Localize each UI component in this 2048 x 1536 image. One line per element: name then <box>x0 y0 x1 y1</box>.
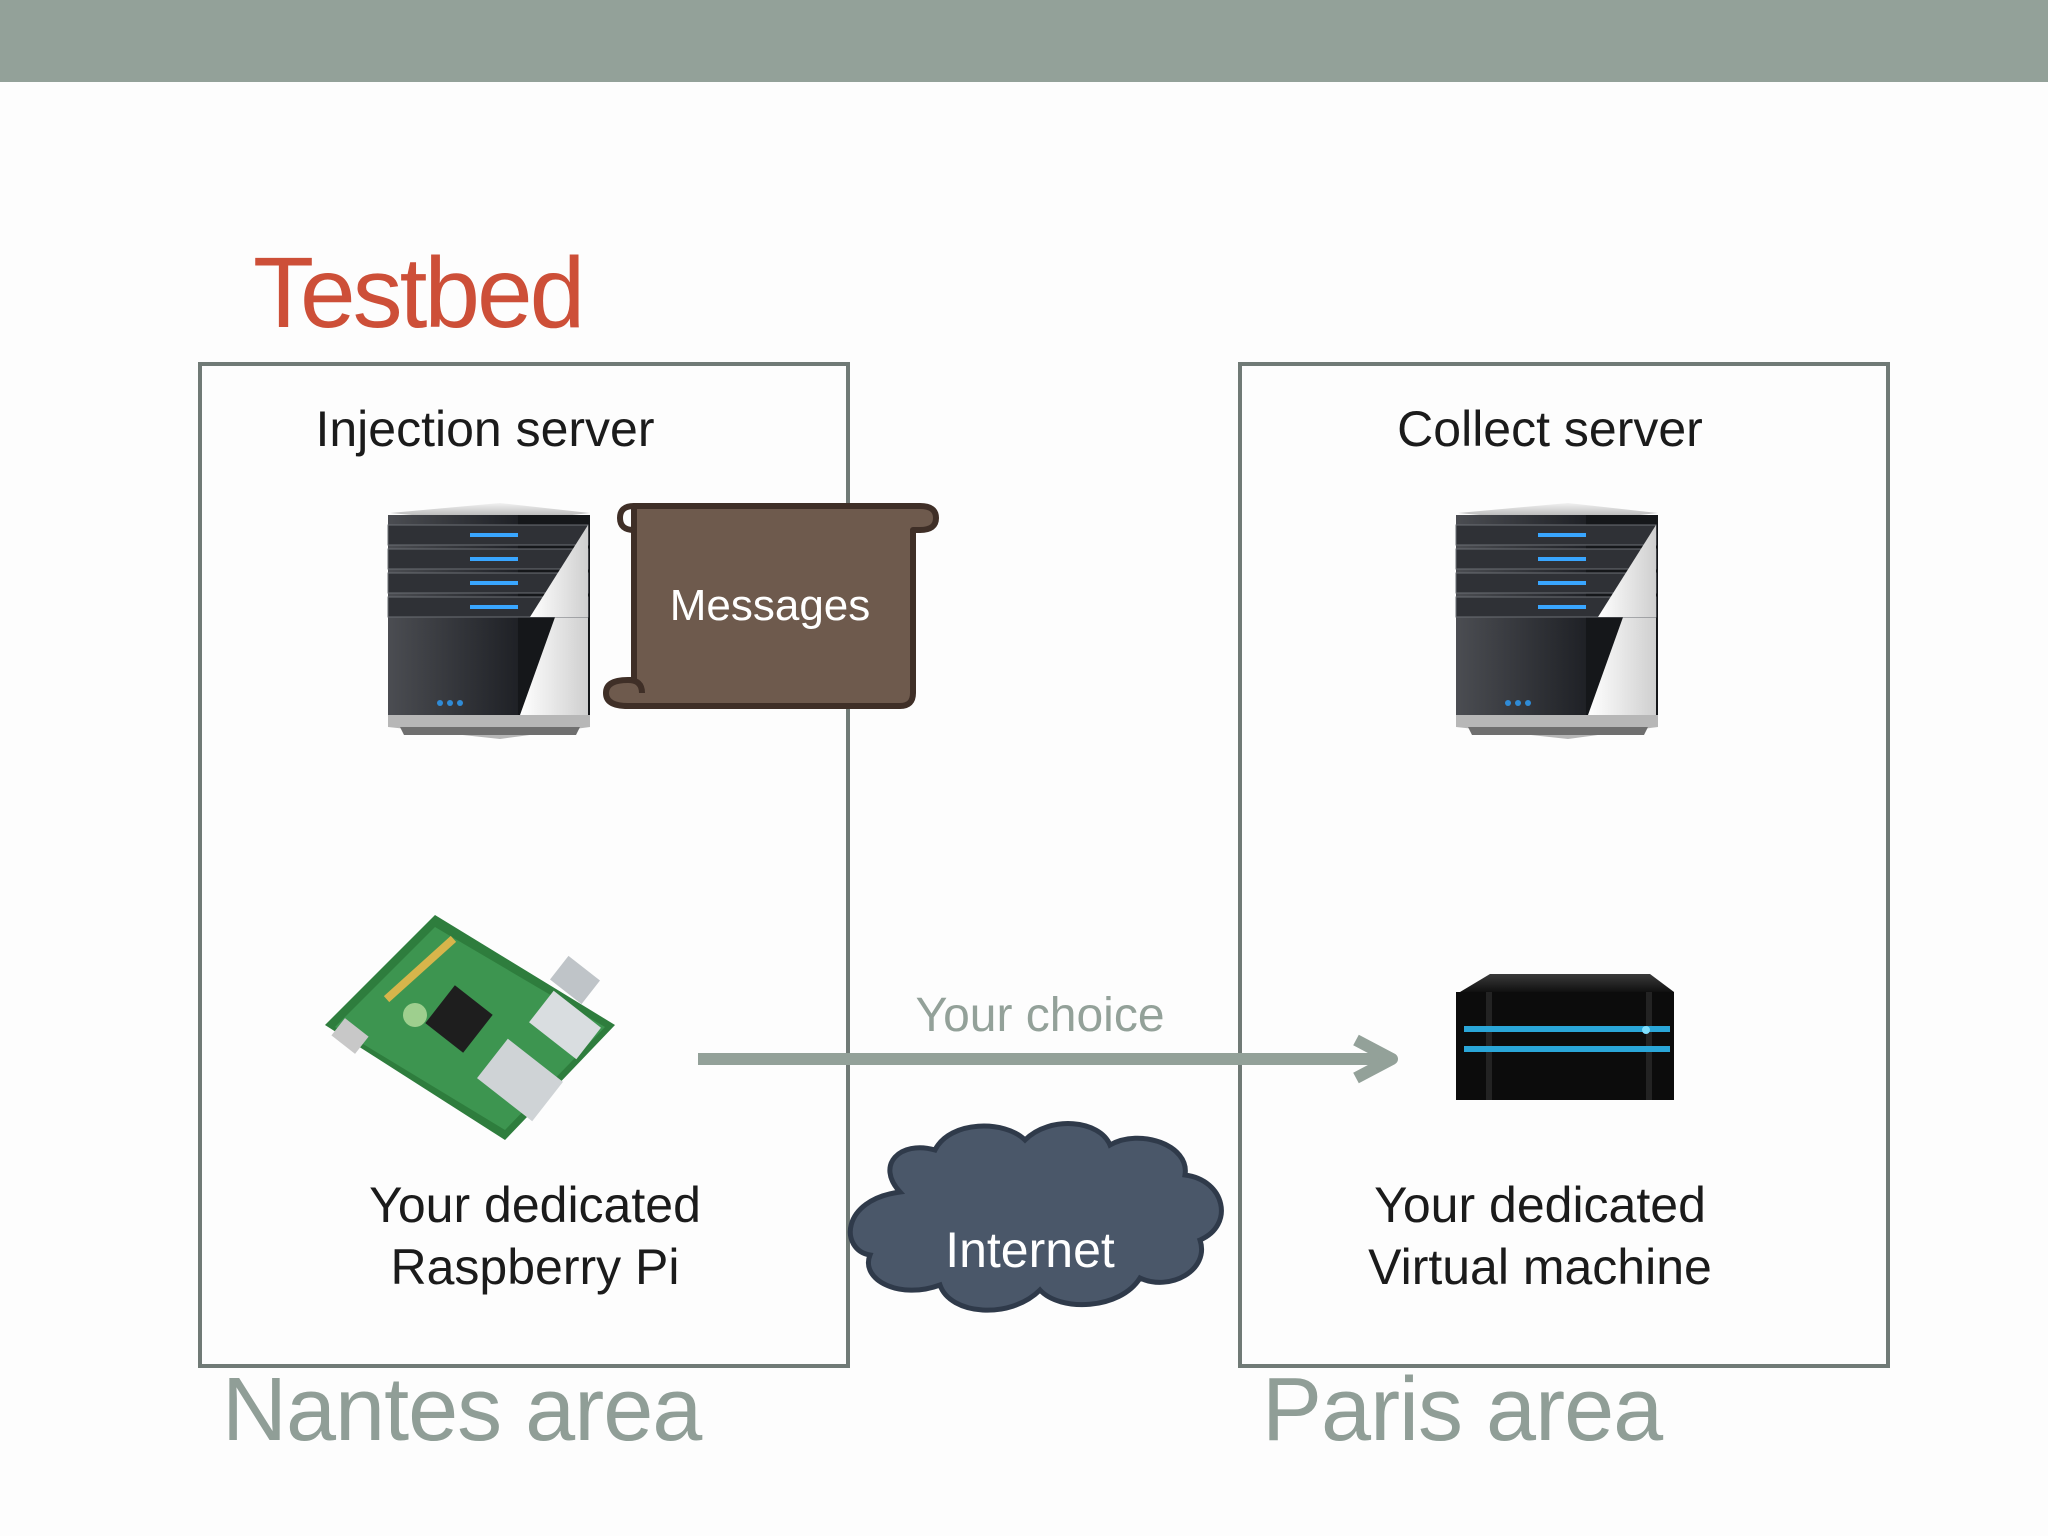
nantes-area-label: Nantes area <box>222 1360 702 1460</box>
internet-cloud-shape <box>847 1121 1224 1313</box>
internet-label: Internet <box>945 1222 1115 1278</box>
raspberry-pi-icon <box>325 915 615 1140</box>
messages-label: Messages <box>669 581 871 630</box>
server-icon <box>1455 503 1658 739</box>
your-choice-label: Your choice <box>915 989 1165 1042</box>
virtual-machine-caption-line-2: Virtual machine <box>1368 1239 1712 1295</box>
paris-area-label: Paris area <box>1262 1360 1663 1460</box>
messages-scroll-shape <box>603 503 939 709</box>
virtual-machine-caption: Your dedicated Virtual machine <box>1305 1174 1775 1298</box>
raspberry-pi-caption-line-1: Your dedicated <box>369 1177 701 1233</box>
your-choice-arrow <box>698 1034 1398 1084</box>
raspberry-pi-caption: Your dedicated Raspberry Pi <box>300 1174 770 1298</box>
server-icon <box>387 503 590 739</box>
injection-server-title: Injection server <box>315 401 655 457</box>
raspberry-pi-caption-line-2: Raspberry Pi <box>390 1239 680 1295</box>
slide-title: Testbed <box>253 237 585 349</box>
paris-box <box>1238 362 1890 1368</box>
nantes-box <box>198 362 850 1368</box>
collect-server-title: Collect server <box>1397 401 1703 457</box>
virtual-machine-icon <box>1456 974 1674 1100</box>
header-bar <box>0 0 2048 82</box>
virtual-machine-caption-line-1: Your dedicated <box>1374 1177 1706 1233</box>
